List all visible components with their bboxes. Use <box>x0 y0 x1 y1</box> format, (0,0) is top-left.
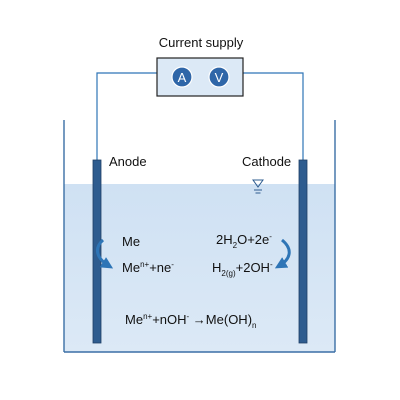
cathode-curved-arrow-icon <box>274 238 291 269</box>
cathode-product: H2(g)+2OH- <box>212 260 273 278</box>
ammeter-icon: A <box>171 66 193 88</box>
svg-text:A: A <box>178 70 187 85</box>
voltmeter-icon: V <box>208 66 230 88</box>
cathode-label: Cathode <box>242 154 291 169</box>
cathode-electrode <box>298 159 308 344</box>
anode-product: Men++ne- <box>122 260 174 275</box>
circuit-wires <box>96 72 304 160</box>
anode-curved-arrow-icon <box>96 238 114 269</box>
cathode-reactant: 2H2O+2e- <box>216 232 272 250</box>
water-level-icon <box>252 179 264 194</box>
anode-reactant: Me <box>122 234 140 249</box>
overall-reaction: Men++nOH- →Me(OH)n <box>125 312 256 330</box>
svg-text:V: V <box>215 70 224 85</box>
current-supply-label: Current supply <box>159 35 244 50</box>
current-supply-box <box>156 57 244 97</box>
tank <box>63 120 336 353</box>
anode-label: Anode <box>109 154 147 169</box>
